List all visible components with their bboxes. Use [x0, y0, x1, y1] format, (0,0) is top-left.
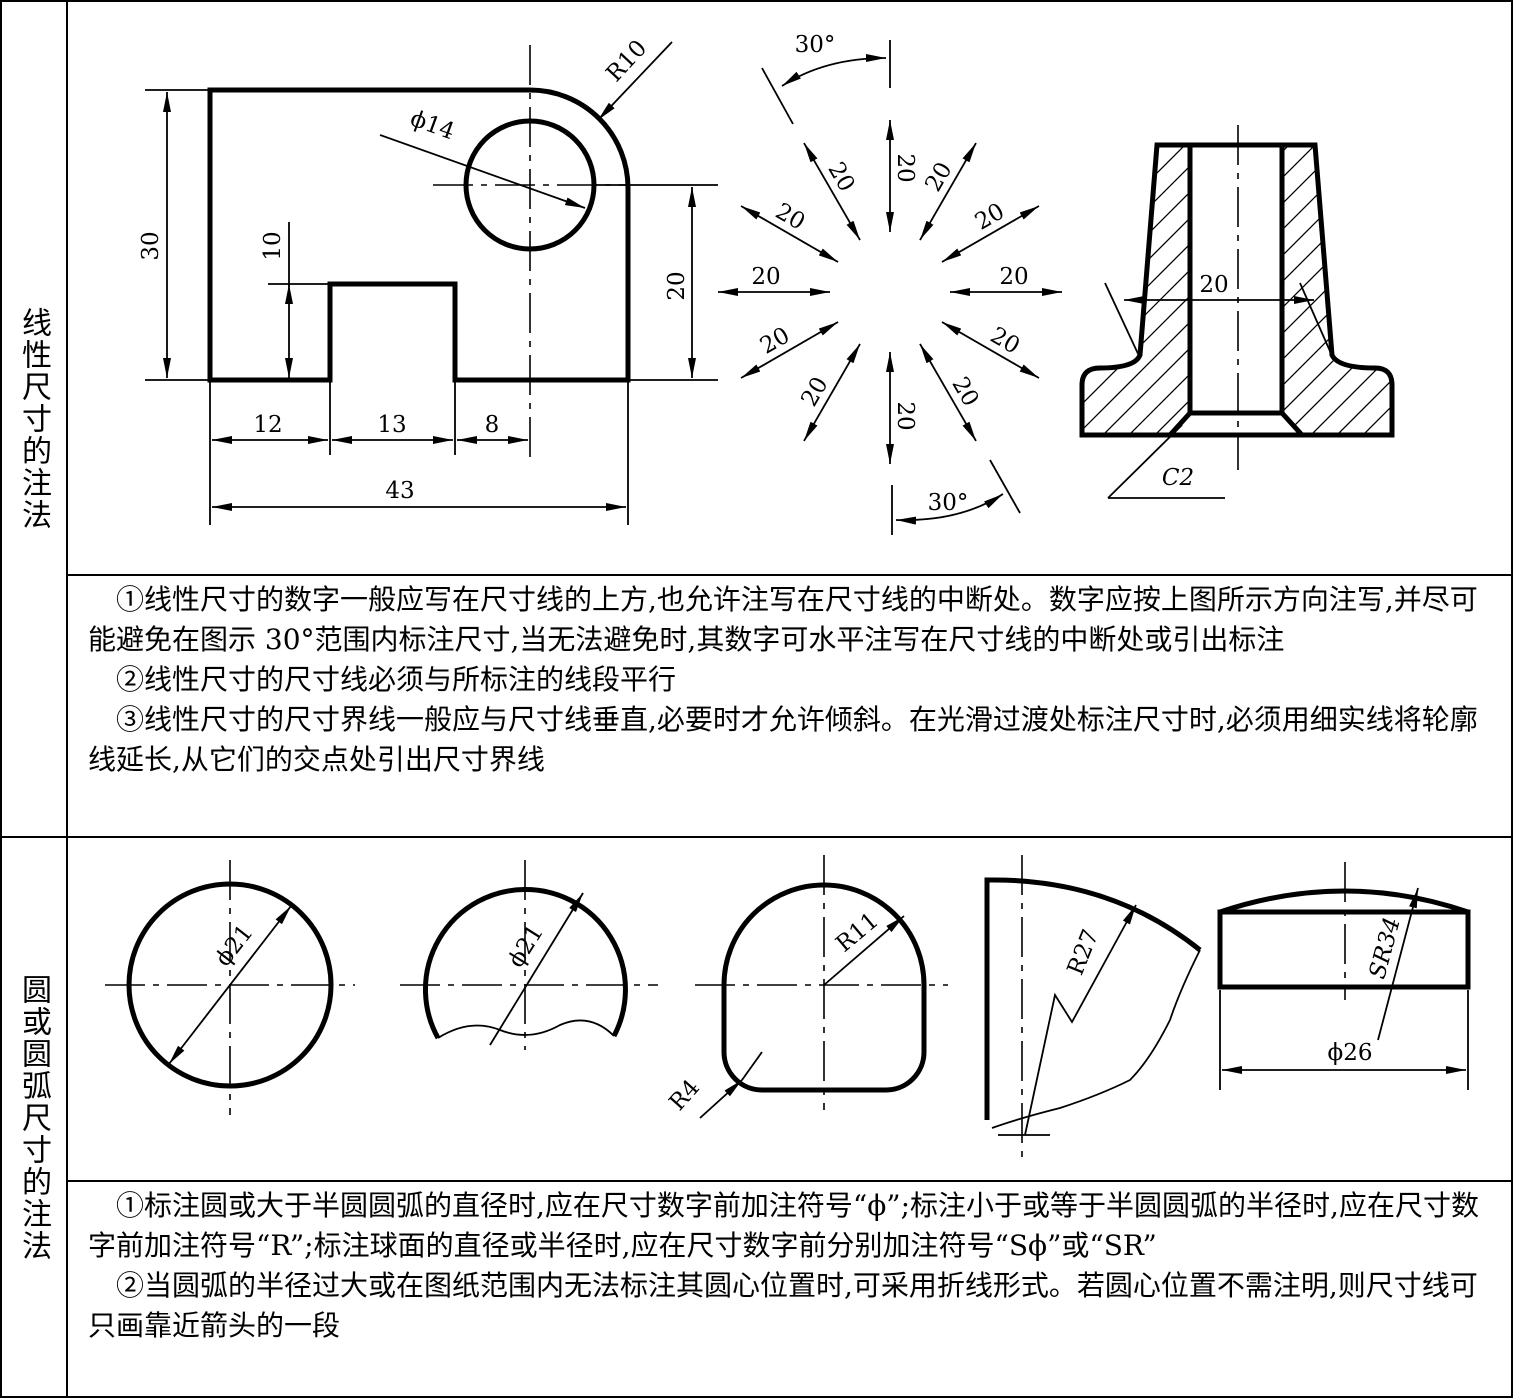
dim-r27: R27 — [1063, 926, 1105, 979]
dim-phi26: ϕ26 — [1328, 1040, 1373, 1066]
star-ray-label-11: 20 — [822, 158, 859, 196]
dim-r4: R4 — [664, 1075, 705, 1116]
section-hatch-line — [1383, 145, 1392, 435]
circle-note-1: ①标注圆或大于半圆圆弧的直径时,应在尺寸数字前加注符号“ϕ”;标注小于或等于半圆… — [88, 1189, 1479, 1262]
dim-r10: R10 — [601, 35, 652, 87]
row-label-circle-text: 圆或圆弧尺寸的注法 — [16, 974, 51, 1262]
star-ray-label-3: 20 — [999, 264, 1028, 290]
section-hatch-line — [1082, 145, 1165, 435]
linear-note-1: ①线性尺寸的数字一般应写在尺寸线的上方,也允许注写在尺寸线的中断处。数字应按上图… — [88, 583, 1478, 656]
section-hatch-line — [1279, 145, 1392, 435]
star-ray-4 — [941, 321, 1040, 379]
linear-note-3: ③线性尺寸的尺寸界线一般应与尺寸线垂直,必要时才允许倾斜。在光滑过渡处标注尺寸时… — [88, 703, 1478, 776]
dim-43: 43 — [385, 478, 414, 504]
star-ray-11 — [803, 142, 861, 241]
sleeve-section: 20 C2 — [734, 125, 1513, 499]
section-hatch-line — [1462, 140, 1513, 440]
section-hatch-line — [1331, 145, 1392, 435]
angle-top: 30° — [795, 32, 836, 58]
section-hatch-line — [1305, 145, 1392, 435]
section-hatch-line — [1436, 140, 1513, 440]
dim-sr34: SR34 — [1365, 915, 1406, 982]
row-divider — [0, 836, 1513, 838]
sphere-cap-view: ϕ26 SR34 — [1217, 862, 1471, 1090]
section-hatch-line — [1357, 145, 1392, 435]
circle-note-2: ②当圆弧的半径过大或在图纸范围内无法标注其圆心位置时,可采用折线形式。若圆心位置… — [88, 1269, 1478, 1342]
dim-r11: R11 — [831, 908, 883, 958]
section-hatch-line — [1082, 145, 1139, 435]
section-hatch-line — [1082, 145, 1217, 435]
dim-8: 8 — [485, 412, 500, 438]
star-ray-label-4: 20 — [986, 322, 1024, 359]
dim-13: 13 — [377, 412, 406, 438]
dim-10: 10 — [260, 231, 286, 260]
star-ray-label-6: 20 — [892, 401, 918, 430]
large-arc-view: R27 — [984, 855, 1202, 1162]
section-hatch-line — [734, 140, 1034, 440]
star-ray-5 — [919, 343, 977, 442]
section-hatch-line — [1488, 140, 1513, 440]
row-label-linear-text: 线性尺寸的注法 — [16, 307, 51, 531]
dim-sleeve-20: 20 — [1199, 272, 1228, 298]
linear-note-2: ②线性尺寸的尺寸线必须与所标注的线段平行 — [116, 663, 677, 696]
star-ray-2 — [941, 205, 1040, 263]
star-ray-label-10: 20 — [771, 198, 809, 235]
star-ray-10 — [740, 205, 839, 263]
dim-12: 12 — [253, 412, 282, 438]
star-ray-label-7: 20 — [796, 373, 833, 411]
partial-circle-view: ϕ21 — [400, 860, 658, 1050]
row-label-linear: 线性尺寸的注法 — [0, 0, 68, 838]
linear-notes: ①线性尺寸的数字一般应写在尺寸线的上方,也允许注写在尺寸线的中断处。数字应按上图… — [68, 574, 1513, 838]
rounded-shape-view: R11 R4 — [664, 855, 948, 1119]
star-ray-label-1: 20 — [920, 158, 957, 196]
dim-c2: C2 — [1162, 465, 1194, 491]
circle-dimension-figure: ϕ21 ϕ21 R11 R4 R27 — [105, 855, 1471, 1162]
section-hatch-line — [1410, 140, 1513, 440]
star-ray-label-8: 20 — [756, 322, 794, 359]
star-ray-7 — [803, 343, 861, 442]
full-circle-view: ϕ21 — [105, 860, 355, 1115]
star-ray-label-9: 20 — [751, 264, 780, 290]
dim-circle-phi21: ϕ21 — [210, 920, 258, 971]
star-ray-label-5: 20 — [946, 373, 983, 411]
angle-bottom: 30° — [928, 490, 969, 516]
star-ray-label-0: 20 — [892, 153, 918, 182]
star-ray-label-2: 20 — [971, 198, 1009, 235]
bracket-part: 30 10 20 12 13 8 43 ϕ14 R10 — [138, 35, 718, 525]
circle-notes: ①标注圆或大于半圆圆弧的直径时,应在尺寸数字前加注符号“ϕ”;标注小于或等于半圆… — [68, 1180, 1513, 1398]
star-ray-1 — [919, 142, 977, 241]
linear-dimension-figure: 30 10 20 12 13 8 43 ϕ14 R10 — [138, 32, 1513, 535]
star-ray-8 — [740, 321, 839, 379]
dim-phi14: ϕ14 — [407, 106, 458, 146]
row-label-circle: 圆或圆弧尺寸的注法 — [0, 838, 68, 1398]
section-hatch-line — [1253, 145, 1392, 435]
dim-arc-phi21: ϕ21 — [503, 920, 549, 972]
dim-30: 30 — [138, 231, 164, 260]
dim-20-right: 20 — [664, 271, 690, 300]
